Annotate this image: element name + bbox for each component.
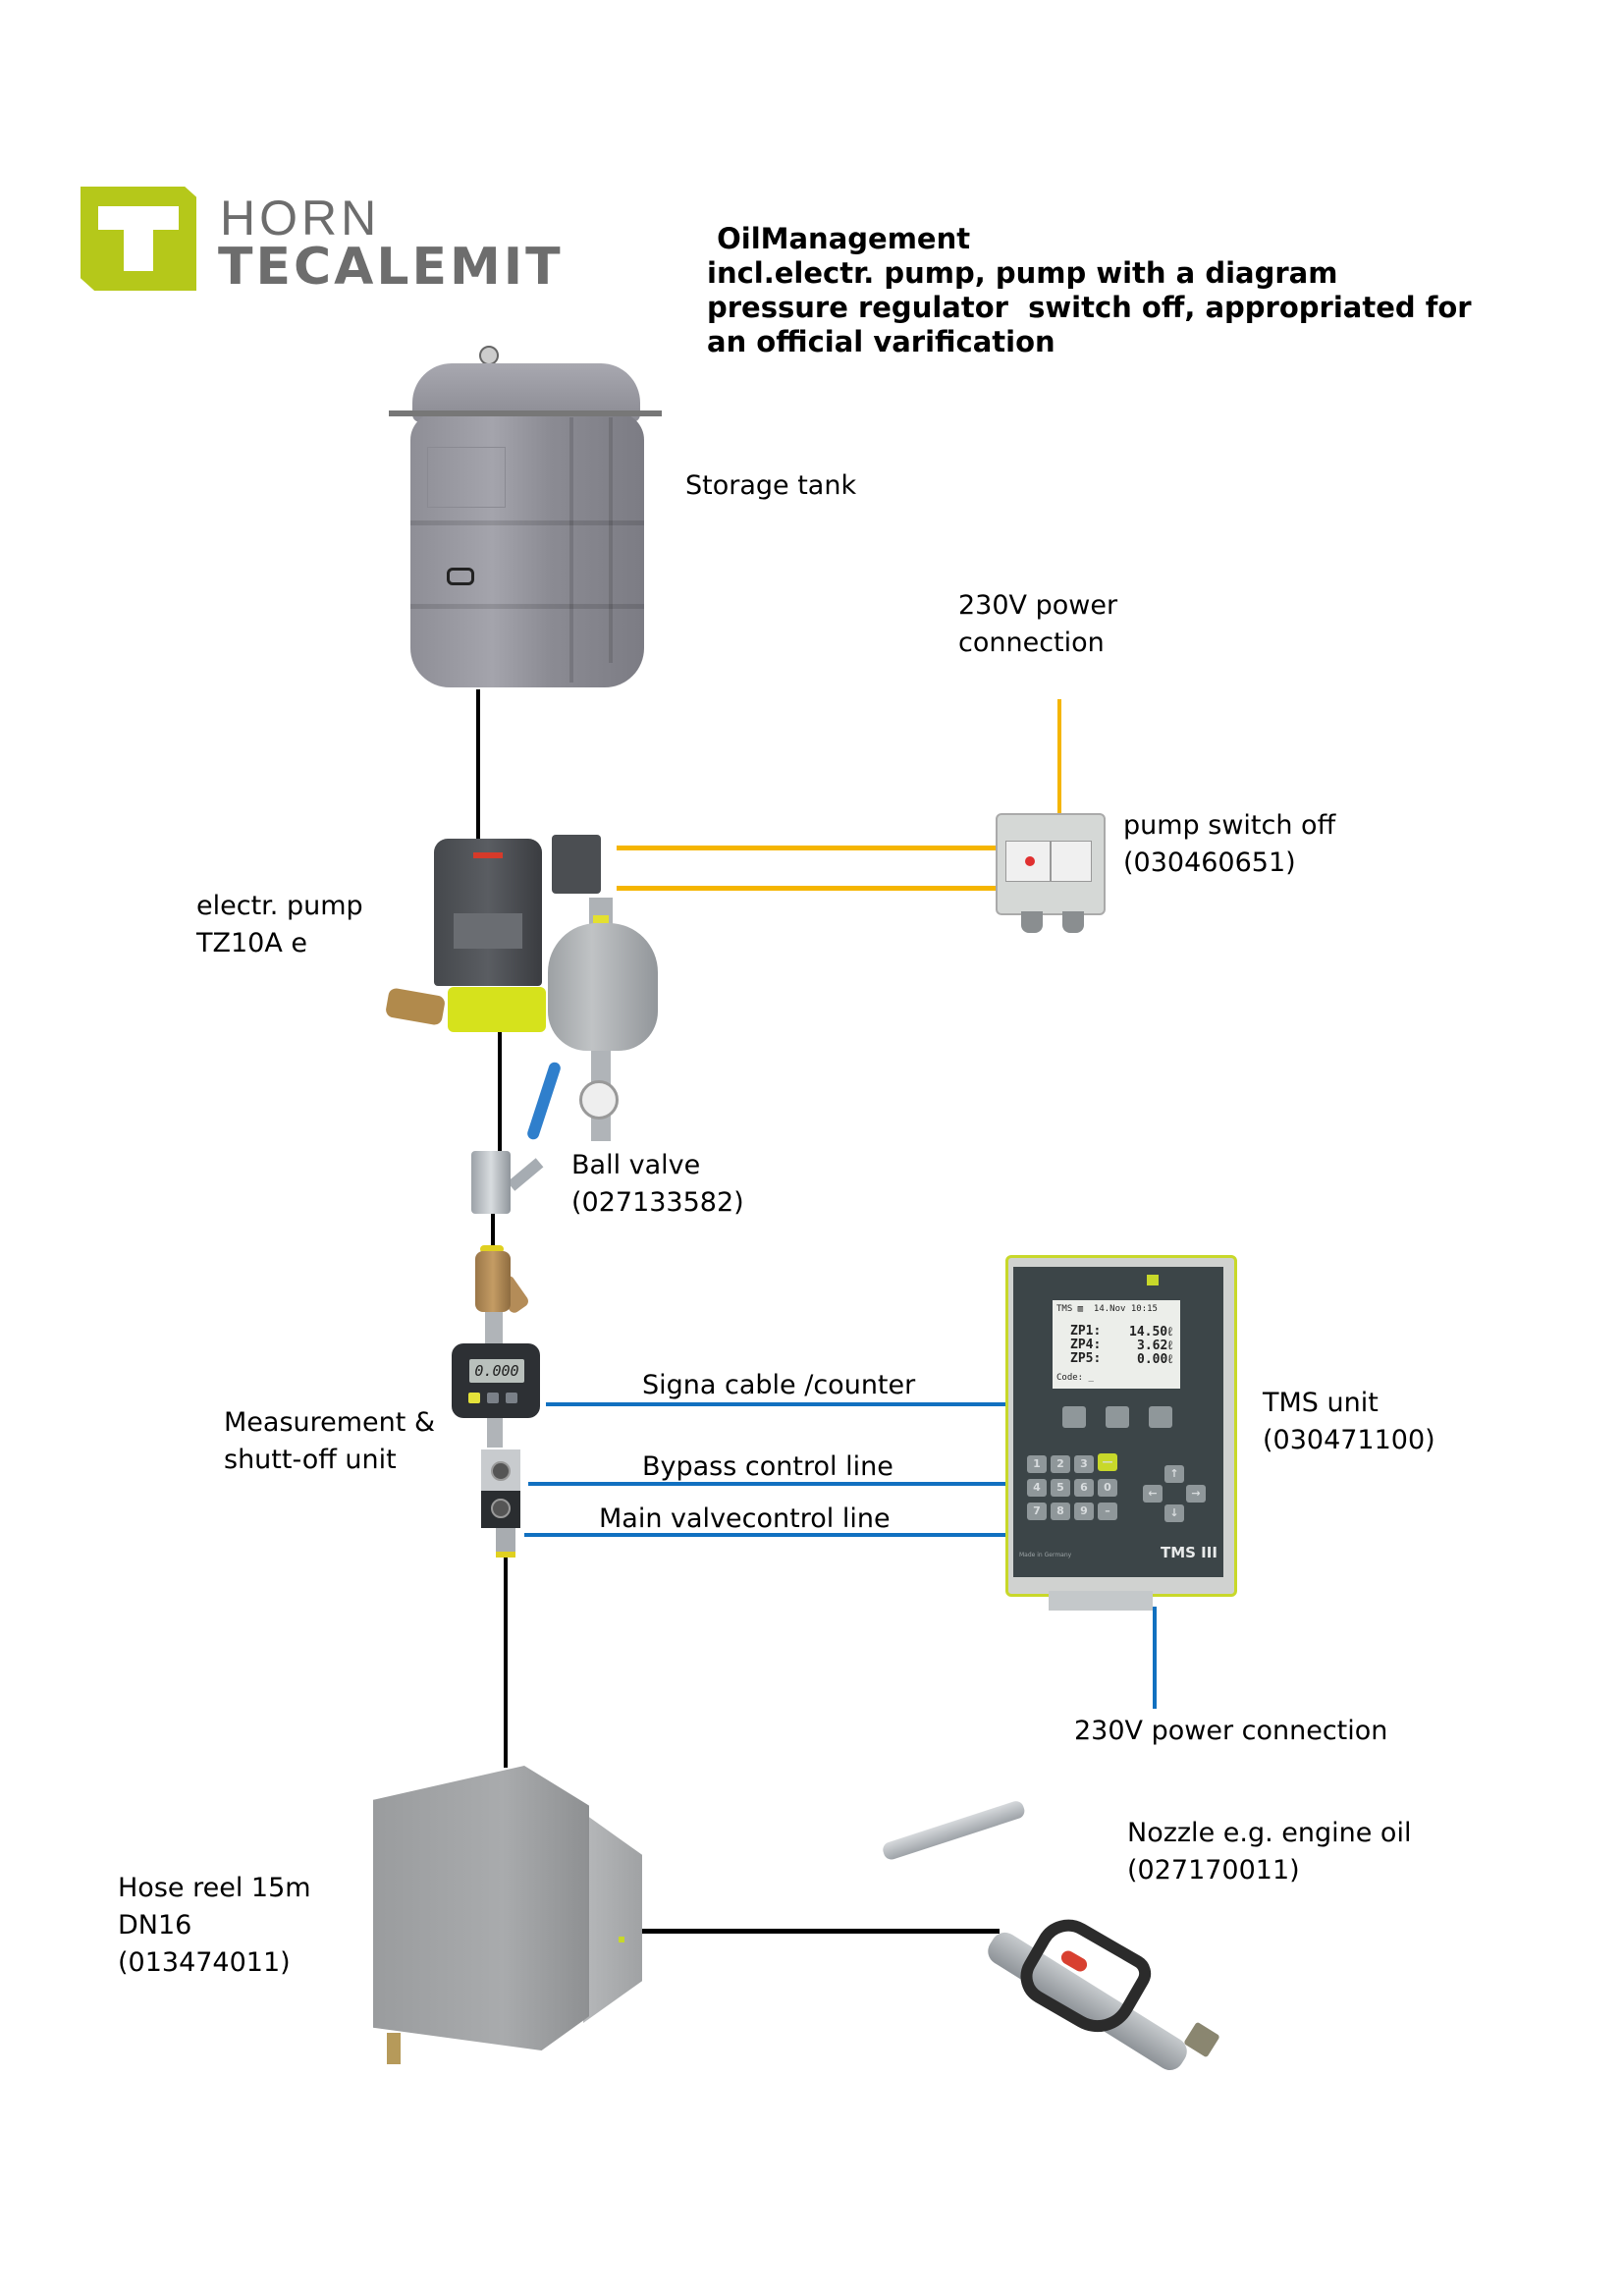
tms-key-8[interactable]: 8 <box>1051 1503 1070 1520</box>
tms-brand-logo-icon <box>1147 1275 1159 1285</box>
pressure-gauge-icon <box>579 1080 619 1120</box>
tms-key-enter[interactable]: — <box>1098 1453 1117 1471</box>
reel-brand-logo-icon <box>619 1937 624 1942</box>
ball-valve-label-line-1: Ball valve <box>571 1150 701 1180</box>
tms-power-wire <box>1153 1607 1157 1709</box>
tms-row-name: ZP5: <box>1070 1351 1102 1366</box>
tms-key-0[interactable]: 0 <box>1098 1479 1117 1497</box>
title-line-1: OilManagement <box>707 222 971 255</box>
power-wire-pump-lower <box>617 886 1000 891</box>
tms-arrow-up-icon[interactable]: ↑ <box>1164 1465 1184 1483</box>
bypass-line-label: Bypass control line <box>642 1451 893 1482</box>
pipe-pump-to-valve <box>498 1031 502 1153</box>
tms-row-name: ZP1: <box>1070 1324 1102 1339</box>
tms-key-7[interactable]: 7 <box>1027 1503 1047 1520</box>
title-line-3: pressure regulator switch off, appropria… <box>707 291 1472 324</box>
valve-handle-icon <box>525 1061 563 1141</box>
pipe-tank-to-pump <box>476 689 480 839</box>
tms-key-4[interactable]: 4 <box>1027 1479 1047 1497</box>
power-wire-mains-switch <box>1057 699 1061 815</box>
tms-row-value: 0.00ℓ <box>1137 1352 1173 1367</box>
brand-name-tecalemit: TECALEMIT <box>218 238 564 297</box>
tms-code-prompt: Code: _ <box>1056 1373 1094 1383</box>
title-line-2: incl.electr. pump, pump with a diagram <box>707 256 1338 290</box>
tank-handle-icon <box>447 568 474 585</box>
nozzle-label-line-1: Nozzle e.g. engine oil <box>1127 1818 1412 1848</box>
tms-key-6[interactable]: 6 <box>1074 1479 1094 1497</box>
tms-key-3[interactable]: 3 <box>1074 1455 1094 1473</box>
hose-reel-label-line-2: DN16 <box>118 1910 192 1941</box>
pump-switch-label-line-2: (030460651) <box>1123 847 1296 878</box>
meter-button-yellow <box>468 1393 480 1403</box>
measurement-label-line-2: shutt-off unit <box>224 1445 397 1475</box>
brand-name-horn: HORN <box>220 191 381 246</box>
tms-screen <box>1053 1300 1180 1389</box>
meter-button <box>506 1393 517 1403</box>
tms-made-in: Made in Germany <box>1019 1552 1072 1558</box>
tms-arrow-down-icon[interactable]: ↓ <box>1164 1504 1184 1522</box>
signal-cable-label: Signa cable /counter <box>642 1370 916 1400</box>
tms-label-line-1: TMS unit <box>1263 1388 1379 1418</box>
hose-reel-label-line-1: Hose reel 15m <box>118 1873 311 1903</box>
tms-softkey-1[interactable] <box>1062 1406 1086 1428</box>
tms-key-5[interactable]: 5 <box>1051 1479 1070 1497</box>
tms-screen-header: TMS ▥ 14.Nov 10:15 <box>1056 1304 1158 1314</box>
tms-label-line-2: (030471100) <box>1263 1425 1435 1455</box>
bypass-control-wire <box>528 1482 1007 1486</box>
power-wire-pump-upper <box>617 846 1005 850</box>
power-connection-label-line-2: connection <box>958 628 1105 658</box>
tms-softkey-2[interactable] <box>1106 1406 1129 1428</box>
tms-arrow-left-icon[interactable]: ← <box>1143 1485 1163 1503</box>
meter-button <box>487 1393 499 1403</box>
tank-gauge-icon <box>479 346 499 365</box>
hose-reel-label-line-3: (013474011) <box>118 1947 291 1978</box>
tms-arrow-right-icon[interactable]: → <box>1186 1485 1206 1503</box>
logo-t-icon <box>81 187 196 291</box>
tms-row-value: 14.50ℓ <box>1129 1325 1173 1339</box>
signal-cable-line <box>546 1402 1007 1406</box>
tms-key-1[interactable]: 1 <box>1027 1455 1047 1473</box>
tms-row-value: 3.62ℓ <box>1137 1339 1173 1353</box>
meter-display: 0.000 <box>469 1359 524 1383</box>
ball-valve-label-line-2: (027133582) <box>571 1187 744 1218</box>
main-valve-line-label: Main valvecontrol line <box>599 1503 891 1534</box>
tms-row-name: ZP4: <box>1070 1338 1102 1352</box>
storage-tank-label: Storage tank <box>685 470 857 501</box>
title-line-4: an official varification <box>707 325 1055 358</box>
tms-softkey-3[interactable] <box>1149 1406 1172 1428</box>
tms-mounting-bracket <box>1049 1591 1153 1611</box>
switch-dial-icon <box>1025 856 1035 866</box>
tms-key-2[interactable]: 2 <box>1051 1455 1070 1473</box>
main-valve-control-wire <box>524 1533 1007 1537</box>
tms-key-clear[interactable]: – <box>1098 1503 1117 1520</box>
tms-power-label: 230V power connection <box>1074 1716 1388 1746</box>
measurement-label-line-1: Measurement & <box>224 1407 435 1438</box>
power-connection-label-line-1: 230V power <box>958 590 1118 621</box>
tms-key-9[interactable]: 9 <box>1074 1503 1094 1520</box>
pump-switch-label-line-1: pump switch off <box>1123 810 1336 841</box>
tms-model-name: TMS III <box>1161 1544 1217 1561</box>
pump-label-line-2: TZ10A e <box>196 928 308 958</box>
pipe-meter-to-reel <box>504 1558 508 1768</box>
inlet-strainer-icon <box>384 987 447 1026</box>
pump-label-line-1: electr. pump <box>196 891 363 921</box>
pipe-valve-to-strainer <box>491 1214 495 1245</box>
nozzle-label-line-2: (027170011) <box>1127 1855 1300 1886</box>
hose-reel-to-nozzle <box>642 1929 1000 1934</box>
